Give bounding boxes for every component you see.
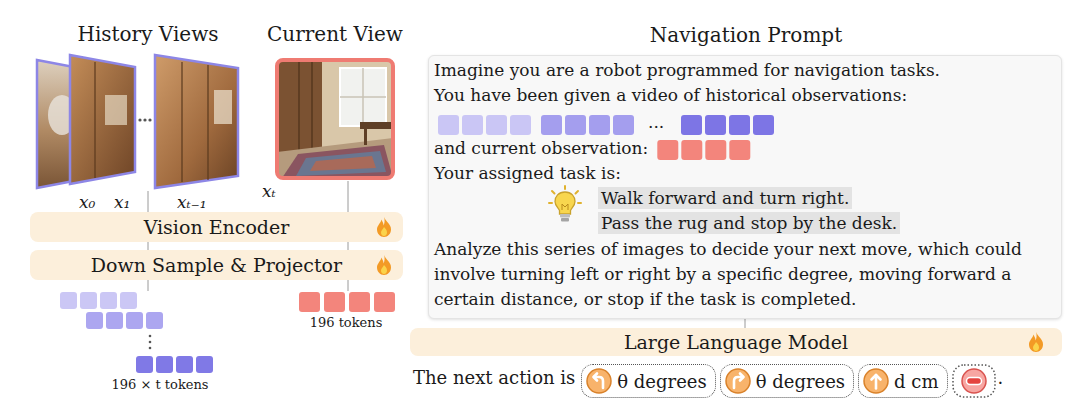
current-tokens [299,292,395,312]
connector-line [148,242,149,250]
band-text: Vision Encoder [144,216,290,238]
encoder-band: Vision Encoder [30,212,403,242]
column-heading: History Views [77,22,218,46]
band-text: Down Sample & Projector [91,254,342,276]
action-icon [863,368,889,394]
action-option: θ degrees [581,364,715,398]
panel-heading: Navigation Prompt [650,23,842,47]
llm-band: Large Language Model [410,328,1062,356]
prompt-line: and current observation: [434,136,648,161]
trainable-flame-icon [1028,332,1044,352]
token-ellipsis: ... [648,110,664,135]
frame-symbol: xₜ [262,181,276,201]
column-heading: Current View [267,22,403,46]
band-text: Large Language Model [624,331,848,353]
icon-circle [864,369,888,393]
trainable-flame-icon [376,255,392,275]
icon-circle [726,369,750,393]
lightbulb-icon [549,186,581,222]
history-tokens [60,292,213,373]
output-sentence: The next action is [413,367,575,389]
frame-symbol: x₁ [114,192,130,212]
option-text: θ degrees [756,371,845,392]
prompt-line: Imagine you are a robot programmed for n… [434,58,940,83]
action-option: θ degrees [720,364,854,398]
history-token-row [438,115,774,135]
connector-line [348,242,349,250]
token-count: 196 × t tokens [112,377,209,393]
icon-circle [587,369,611,393]
option-text: θ degrees [617,371,706,392]
sentence-period: . [998,367,1004,389]
frame-symbol: xₜ₋₁ [177,192,207,212]
trainable-flame-icon [376,217,392,237]
arrow-glyph [740,374,744,381]
token-count: 196 tokens [310,315,383,331]
stop-action-option [952,364,996,398]
arrow-glyph [594,374,598,381]
action-icon [725,368,751,394]
prompt-paragraph: Analyze this series of images to decide … [434,237,1059,312]
history-frames [37,55,238,188]
prompt-line: Your assigned task is: [434,161,621,186]
connector-line [745,319,746,328]
current-view-image [277,60,393,178]
option-text: d cm [894,371,938,392]
prompt-line: You have been given a video of historica… [434,83,907,108]
projector-band: Down Sample & Projector [30,250,403,280]
arrow-glyph [872,375,881,380]
prompt-box: Navigation PromptImagine you are a robot… [428,55,1062,319]
action-option: d cm [858,364,947,398]
current-token-row [657,140,750,160]
frame-symbol: x₀ [79,192,95,212]
task-instruction: Pass the rug and stop by the desk. [598,212,900,234]
action-icon [586,368,612,394]
task-instruction: Walk forward and turn right. [598,187,852,209]
